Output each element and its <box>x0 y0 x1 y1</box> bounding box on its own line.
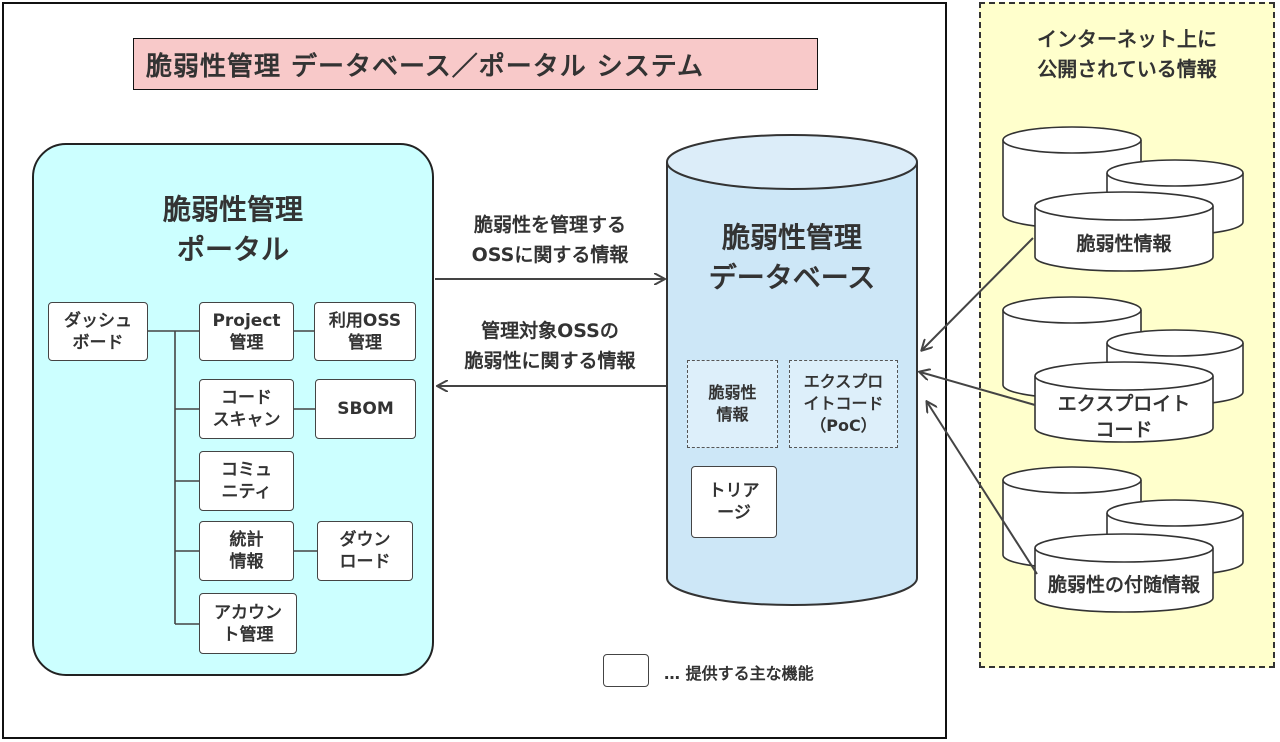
vuln-label-1: 脆弱性 <box>708 383 757 402</box>
function-sbom: SBOM <box>315 379 416 439</box>
arrow-exploit-to-db <box>920 372 1036 406</box>
oss-label-1: 利用OSS <box>328 310 402 331</box>
label-portal-to-db: 脆弱性を管理する OSSに関する情報 <box>440 210 660 270</box>
arrow-vuln-info-to-db <box>922 237 1034 350</box>
portal-title: 脆弱性管理 ポータル <box>32 190 434 270</box>
external-info-title: インターネット上に 公開されている情報 <box>979 24 1275 84</box>
to-portal-line2: 脆弱性に関する情報 <box>464 350 636 372</box>
legend-text: … 提供する主な機能 <box>664 664 814 683</box>
portal-title-line2: ポータル <box>176 233 289 266</box>
download-label-1: ダウン <box>339 530 391 550</box>
to-db-line2: OSSに関する情報 <box>471 244 629 266</box>
exploit-label-1: エクスプロ <box>803 372 884 391</box>
function-account-management: アカウント管理 <box>199 593 297 654</box>
codescan-label-2: スキャン <box>212 410 281 430</box>
db-title-line1: 脆弱性管理 <box>721 221 862 254</box>
function-exploit-code: エクスプロイトコード （PoC） <box>789 360 898 448</box>
community-label-2: ニティ <box>221 482 272 502</box>
function-statistics: 統計情報 <box>199 521 294 581</box>
function-download: ダウンロード <box>317 521 413 581</box>
codescan-label-1: コード <box>221 388 272 408</box>
source-vuln-info: 脆弱性情報 <box>1035 231 1213 257</box>
oss-label-2: 管理 <box>348 332 382 353</box>
source1-label: 脆弱性情報 <box>1076 233 1172 255</box>
legend-box <box>603 654 649 687</box>
arrow-ancillary-to-db <box>927 402 1038 575</box>
function-vuln-info: 脆弱性情報 <box>687 360 778 448</box>
download-label-2: ロード <box>339 552 391 572</box>
account-label-1: アカウン <box>214 602 282 623</box>
exploit-label-2: イトコード <box>803 394 884 413</box>
function-dashboard: ダッシュボード <box>48 302 148 361</box>
db-title-line2: データベース <box>708 261 876 294</box>
community-label-1: コミュ <box>221 460 272 480</box>
diagram-title: 脆弱性管理 データベース／ポータル システム <box>133 38 818 90</box>
database-title: 脆弱性管理 データベース <box>667 218 917 298</box>
stats-label-2: 情報 <box>229 552 264 572</box>
sbom-label: SBOM <box>337 399 394 419</box>
portal-tree-connectors <box>148 330 317 625</box>
project-label-1: Project <box>212 310 281 331</box>
external-cylinders <box>1002 126 1244 613</box>
source-exploit-code: エクスプロイト コード <box>1035 391 1213 443</box>
to-portal-line1: 管理対象OSSの <box>481 320 619 342</box>
dashboard-label-1: ダッシュ <box>64 310 132 331</box>
function-triage: トリアージ <box>691 466 777 538</box>
stats-label-1: 統計 <box>229 530 264 550</box>
dashboard-label-2: ボード <box>72 332 124 353</box>
source-ancillary-info: 脆弱性の付随情報 <box>1035 572 1213 598</box>
exploit-label-3: （PoC） <box>810 416 877 435</box>
function-code-scan: コードスキャン <box>199 379 294 439</box>
triage-label-2: ージ <box>717 503 751 523</box>
vuln-label-2: 情報 <box>716 405 749 424</box>
source2-label-1: エクスプロイト <box>1057 393 1191 415</box>
triage-label-1: トリア <box>708 481 760 501</box>
source2-label-2: コード <box>1095 419 1153 441</box>
label-db-to-portal: 管理対象OSSの 脆弱性に関する情報 <box>434 316 666 376</box>
project-label-2: 管理 <box>229 332 264 353</box>
account-label-2: ト管理 <box>222 624 274 645</box>
external-title-line1: インターネット上に <box>1037 27 1217 51</box>
function-community: コミュニティ <box>199 451 294 511</box>
external-title-line2: 公開されている情報 <box>1037 57 1217 81</box>
portal-title-line1: 脆弱性管理 <box>162 193 303 226</box>
to-db-line1: 脆弱性を管理する <box>473 214 626 236</box>
source3-label: 脆弱性の付随情報 <box>1047 574 1200 596</box>
